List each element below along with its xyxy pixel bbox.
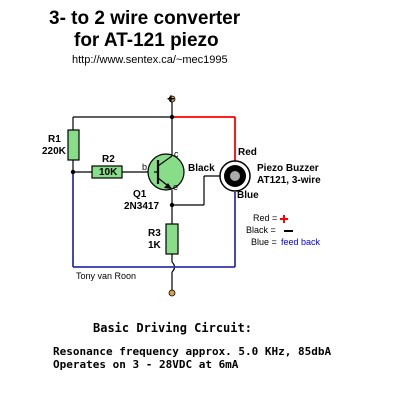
legend-feedback-text: feed back bbox=[281, 237, 321, 247]
title-line-1: 3- to 2 wire converter bbox=[49, 8, 241, 29]
piezo-red-label: Red bbox=[238, 147, 257, 158]
legend-red-label: Red = bbox=[253, 213, 278, 223]
junction-dot bbox=[169, 114, 175, 120]
r1-name: R1 bbox=[48, 134, 61, 145]
ground-terminal bbox=[168, 289, 176, 297]
piezo-black-label: Black bbox=[188, 163, 215, 174]
transistor-q1 bbox=[147, 153, 185, 191]
pin-e-label: e bbox=[173, 182, 179, 192]
blue-feedback-wire bbox=[72, 172, 236, 268]
footer-line-2: Operates on 3 - 28VDC at 6mA bbox=[53, 358, 239, 371]
q1-name: Q1 bbox=[133, 189, 147, 200]
piezo-name: Piezo Buzzer bbox=[257, 163, 319, 174]
red-wire bbox=[172, 116, 236, 161]
r3-value: 1K bbox=[148, 240, 161, 251]
title-line-2: for AT-121 piezo bbox=[74, 30, 219, 51]
r2-value: 10K bbox=[99, 167, 118, 178]
pin-c-label: c bbox=[174, 149, 179, 159]
q1-part: 2N3417 bbox=[124, 201, 160, 212]
legend-blue-label: Blue = bbox=[251, 237, 277, 247]
supply-plus-label: + bbox=[167, 91, 175, 106]
footer-heading: Basic Driving Circuit: bbox=[93, 321, 252, 335]
resistor-r1 bbox=[67, 129, 80, 161]
footer-line-1: Resonance frequency approx. 5.0 KHz, 85d… bbox=[53, 345, 332, 358]
source-url[interactable]: http://www.sentex.ca/~mec1995 bbox=[72, 54, 228, 66]
author-label: Tony van Roon bbox=[76, 271, 137, 281]
resistor-r3 bbox=[165, 223, 179, 255]
r1-value: 220K bbox=[42, 146, 66, 157]
junction-dot bbox=[70, 169, 76, 175]
resistor-r2 bbox=[91, 165, 123, 179]
piezo-blue-label: Blue bbox=[237, 190, 259, 201]
legend-plus-icon bbox=[280, 215, 288, 223]
legend-black-label: Black = bbox=[246, 225, 276, 235]
pin-b-label: b bbox=[142, 162, 148, 172]
piezo-model: AT121, 3-wire bbox=[257, 175, 321, 186]
supply-terminal bbox=[168, 95, 176, 103]
junction-dot bbox=[169, 202, 175, 208]
piezo-buzzer-symbol bbox=[219, 160, 251, 192]
r3-name: R3 bbox=[148, 228, 161, 239]
r2-name: R2 bbox=[102, 154, 115, 165]
